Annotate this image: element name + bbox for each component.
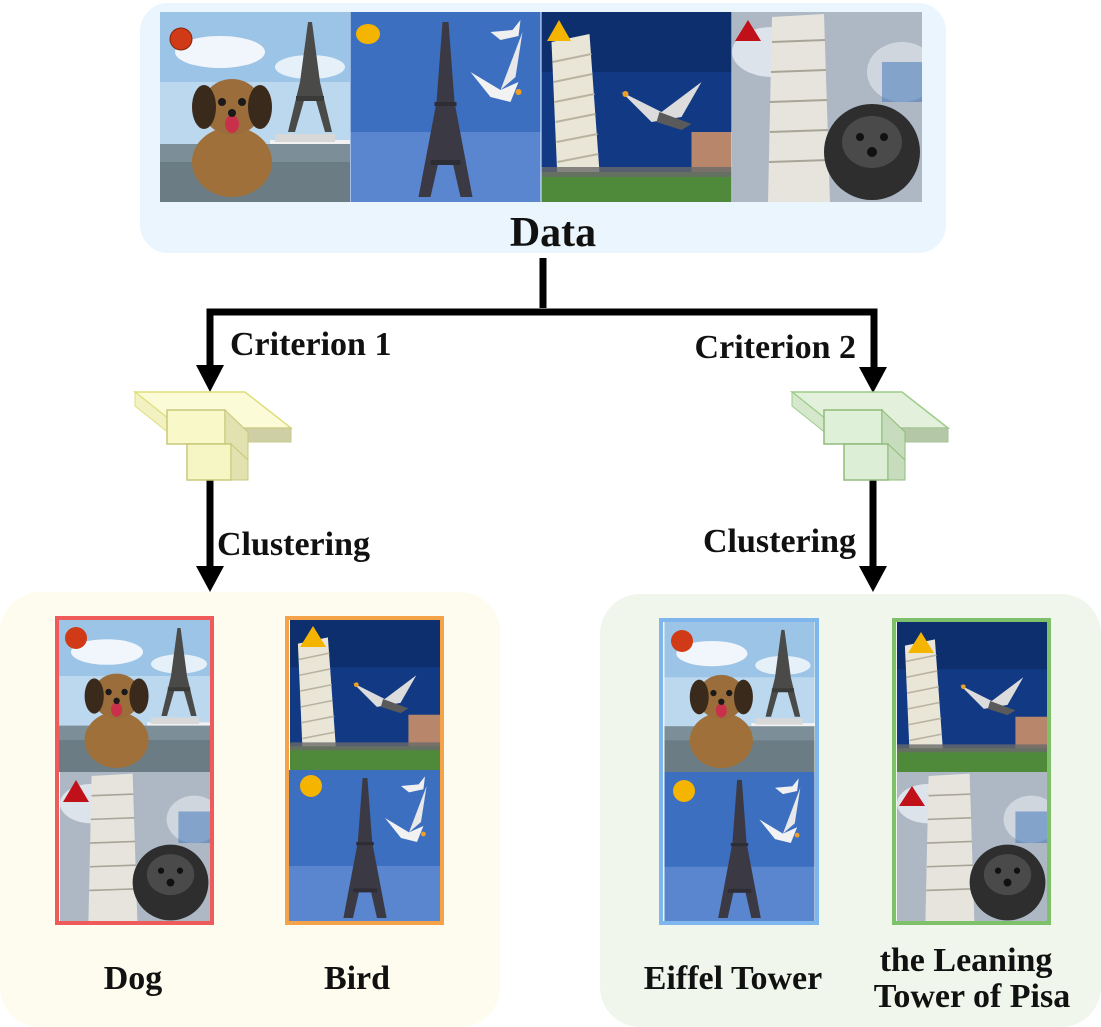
arrowheads — [196, 365, 887, 592]
triangle-marker-icon — [899, 786, 925, 806]
connector-lines — [206, 258, 878, 575]
encoder-1-icon — [132, 390, 294, 481]
triangle-marker-icon — [547, 20, 571, 41]
cluster-label-pisa-line-2: Tower of Pisa — [874, 978, 1070, 1015]
circle-marker-icon — [65, 627, 87, 649]
triangle-marker-icon — [300, 626, 326, 647]
data-image-strip — [160, 12, 922, 202]
arrow-down-icon — [196, 365, 224, 392]
circle-marker-icon — [169, 27, 193, 51]
data-image-pisa-dog — [732, 12, 922, 202]
cluster-bird — [285, 616, 444, 925]
circle-marker-icon — [673, 780, 695, 802]
circle-marker-icon — [356, 24, 380, 44]
cluster-label-dog: Dog — [104, 960, 163, 997]
circle-marker-icon — [671, 630, 693, 652]
arrow-down-icon — [196, 566, 224, 592]
triangle-marker-icon — [908, 632, 934, 653]
circle-marker-icon — [300, 775, 322, 797]
arrow-down-icon — [859, 367, 887, 393]
arrow-down-icon — [859, 566, 887, 592]
criterion-2-label: Criterion 2 — [695, 329, 856, 366]
criterion-1-label: Criterion 1 — [230, 326, 391, 363]
cluster-label-bird: Bird — [324, 960, 390, 997]
cluster-label-pisa-line-1: the Leaning — [880, 942, 1053, 979]
cluster-pisa-tower — [892, 618, 1051, 925]
cluster-dog — [55, 616, 214, 925]
data-title: Data — [510, 210, 596, 256]
clustering-label-1: Clustering — [217, 526, 370, 563]
triangle-marker-icon — [63, 780, 89, 802]
cluster-label-eiffel-tower: Eiffel Tower — [644, 960, 822, 997]
triangle-marker-icon — [735, 20, 761, 41]
data-image-eiffel-bird — [350, 12, 541, 202]
encoder-2-icon — [789, 390, 951, 481]
cluster-eiffel-tower — [659, 618, 819, 925]
clustering-label-2: Clustering — [703, 523, 856, 560]
